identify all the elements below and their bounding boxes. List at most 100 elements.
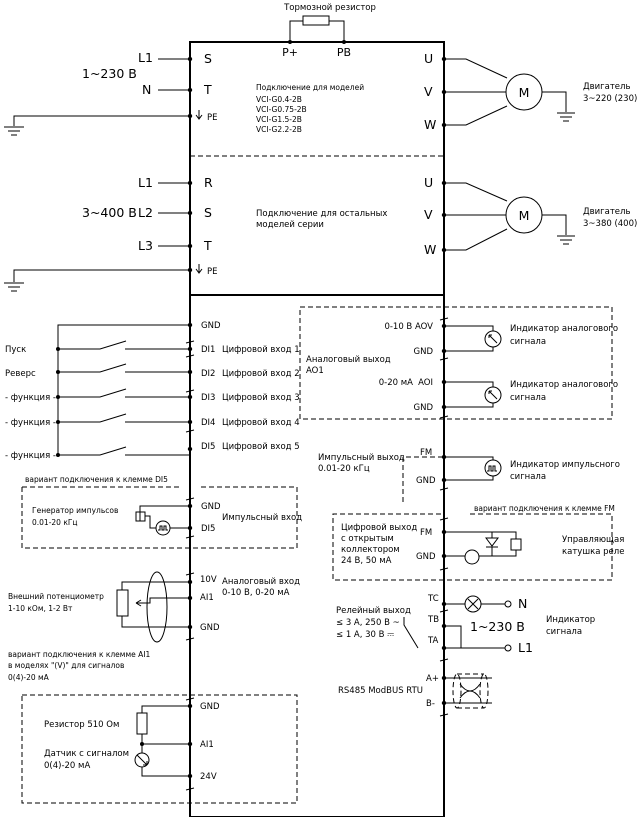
- svg-text:A+: A+: [426, 674, 439, 684]
- terminal-t2: T: [203, 238, 212, 253]
- svg-text:AO1: AO1: [306, 366, 324, 376]
- svg-text:DI2: DI2: [201, 369, 215, 379]
- svg-text:в моделях "(V)" для сигналов: в моделях "(V)" для сигналов: [8, 661, 124, 670]
- terminal-s: S: [204, 51, 212, 66]
- ai1-variant: вариант подключения к клемме AI1 в модел…: [8, 650, 298, 804]
- svg-text:Внешний потенциометр: Внешний потенциометр: [8, 592, 104, 601]
- di1-label: Пуск: [5, 345, 26, 355]
- out-w: W: [424, 117, 436, 132]
- svg-text:0-10 В AOV: 0-10 В AOV: [384, 322, 433, 332]
- di5-variant: вариант подключения к клемме DI5 Генерат…: [21, 475, 302, 549]
- di4-row: - функция - DI4 Цифровой вход 4: [5, 413, 300, 428]
- terminal-pb: PB: [337, 46, 351, 59]
- svg-text:Импульсный выход: Импульсный выход: [318, 453, 405, 463]
- svg-text:Релейный выход: Релейный выход: [336, 606, 411, 616]
- line-l3: L3: [138, 238, 153, 253]
- potentiometer-icon: [116, 589, 129, 617]
- svg-text:FM: FM: [420, 448, 432, 458]
- svg-text:Индикатор импульсного: Индикатор импульсного: [510, 460, 620, 470]
- out-u: U: [424, 51, 433, 66]
- line-n: N: [142, 82, 151, 97]
- svg-text:Резистор 510 Ом: Резистор 510 Ом: [44, 720, 119, 730]
- note-line-1: VCI-G0.4-2B: [256, 95, 302, 104]
- svg-text:Цифровой вход 4: Цифровой вход 4: [222, 418, 300, 428]
- svg-text:AI1: AI1: [200, 593, 214, 603]
- line-l1b: L1: [138, 175, 153, 190]
- svg-text:GND: GND: [416, 476, 436, 486]
- di5-variant-title: вариант подключения к клемме DI5: [25, 475, 168, 484]
- svg-text:Управляющая: Управляющая: [562, 535, 624, 545]
- svg-text:10V: 10V: [200, 575, 217, 585]
- fm-variant: вариант подключения к клемме FM Цифровой…: [332, 504, 624, 581]
- note-line-2: VCI-G0.75-2B: [256, 105, 307, 114]
- svg-text:24V: 24V: [200, 772, 217, 782]
- svg-text:Цифровой вход 3: Цифровой вход 3: [222, 393, 300, 403]
- svg-text:0-20 мА: 0-20 мА: [379, 378, 413, 388]
- brake-resistor: Тормозной резистор P+ PB: [282, 3, 376, 59]
- section-three-phase: 3~400 В L1 L2 L3 R S T PE Подключение дл…: [4, 175, 640, 292]
- svg-text:GND: GND: [200, 623, 220, 633]
- svg-text:DI5: DI5: [201, 442, 215, 452]
- di4-label: - функция -: [5, 418, 56, 428]
- svg-text:B-: B-: [426, 699, 435, 709]
- note-line-4: VCI-G2.2-2B: [256, 125, 302, 134]
- svg-text:≤ 1 А, 30 В ⎓: ≤ 1 А, 30 В ⎓: [336, 630, 394, 640]
- resistor-icon: [136, 712, 148, 735]
- svg-text:DI5: DI5: [201, 524, 215, 534]
- svg-text:0.01-20 кГц: 0.01-20 кГц: [32, 518, 78, 527]
- svg-text:M: M: [519, 85, 530, 100]
- power-source-icon: [464, 549, 480, 565]
- svg-text:DI1: DI1: [201, 345, 215, 355]
- svg-text:AI1: AI1: [200, 740, 214, 750]
- svg-text:0(4)-20 мА: 0(4)-20 мА: [8, 673, 50, 682]
- di3-row: - функция - DI3 Цифровой вход 3: [5, 388, 300, 403]
- drive-frame: [189, 41, 445, 817]
- shield-icon: [146, 571, 168, 643]
- svg-text:GND: GND: [200, 702, 220, 712]
- svg-text:≤ 3 А, 250 В ~: ≤ 3 А, 250 В ~: [336, 618, 400, 628]
- section-single-phase: 1~230 В L1 N S T PE Подключение для моде…: [4, 50, 640, 136]
- svg-text:24 В, 50 мА: 24 В, 50 мА: [341, 556, 392, 566]
- svg-text:Аналоговый вход: Аналоговый вход: [222, 577, 300, 587]
- svg-text:N: N: [518, 596, 527, 611]
- svg-text:Импульсный вход: Импульсный вход: [222, 513, 302, 523]
- svg-text:M: M: [519, 208, 530, 223]
- twisted-pair-icon: [459, 683, 481, 699]
- svg-text:сигнала: сигнала: [510, 472, 546, 482]
- pulse-output: Импульсный выход 0.01-20 кГц FM GND Инди…: [318, 448, 620, 502]
- terminal-p-plus: P+: [282, 46, 298, 59]
- svg-text:сигнала: сигнала: [510, 393, 546, 403]
- svg-text:Индикатор аналогового: Индикатор аналогового: [510, 324, 618, 334]
- motor2-label-1: Двигатель: [583, 207, 630, 217]
- out-v: V: [424, 84, 433, 99]
- note-line-3: VCI-G1.5-2B: [256, 115, 302, 124]
- svg-text:GND: GND: [201, 502, 221, 512]
- motor2-label-2: 3~380 (400) В: [583, 219, 640, 229]
- frame-break-marks: [185, 317, 449, 791]
- svg-text:L1: L1: [518, 640, 533, 655]
- supply-3ph: 3~400 В: [82, 205, 137, 220]
- svg-text:0.01-20 кГц: 0.01-20 кГц: [318, 464, 370, 474]
- svg-text:DI3: DI3: [201, 393, 215, 403]
- svg-text:вариант подключения к клемме F: вариант подключения к клемме FM: [474, 504, 615, 513]
- di5-row: - функция - DI5 Цифровой вход 5: [5, 442, 300, 461]
- pulse-generator-icon: [155, 520, 171, 536]
- line-l1: L1: [138, 50, 153, 65]
- out-u2: U: [424, 175, 433, 190]
- svg-text:коллектором: коллектором: [341, 545, 400, 555]
- svg-text:GND: GND: [414, 347, 434, 357]
- relay-output: Релейный выход ≤ 3 А, 250 В ~ ≤ 1 А, 30 …: [336, 594, 595, 655]
- svg-text:Аналоговый выход: Аналоговый выход: [306, 355, 391, 365]
- svg-text:TC: TC: [427, 594, 439, 604]
- svg-text:Индикатор аналогового: Индикатор аналогового: [510, 380, 618, 390]
- svg-text:FM: FM: [420, 528, 432, 538]
- motor-label-1: Двигатель: [583, 82, 630, 92]
- di2-label: Реверс: [5, 369, 36, 379]
- ground-icon: [4, 282, 24, 292]
- diode-icon: [485, 537, 499, 548]
- di1-row: Пуск DI1 Цифровой вход 1: [5, 340, 300, 355]
- terminal-pe: PE: [207, 113, 218, 123]
- svg-text:GND: GND: [416, 552, 436, 562]
- svg-text:0-10 В, 0-20 мА: 0-10 В, 0-20 мА: [222, 588, 290, 598]
